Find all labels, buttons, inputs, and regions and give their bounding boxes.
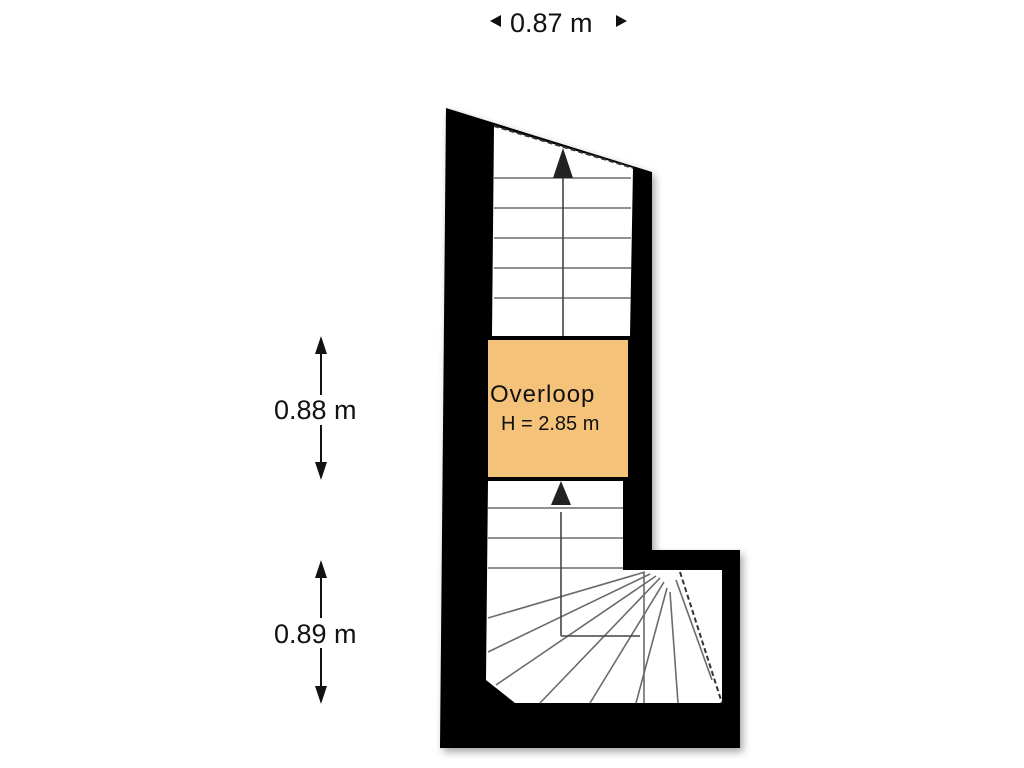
dimension-top-label: 0.87 m [510,8,593,38]
winder-tread [675,579,713,681]
dimension-left-lower: 0.89 m [274,560,357,704]
winder-tread [589,581,665,704]
room-overloop-fill [488,340,628,477]
winder-tread [669,591,679,704]
upper-stair-arrow-icon [553,148,573,178]
lower-stair-treads [487,507,713,704]
room-overloop[interactable]: Overloop H = 2.85 m [488,340,628,477]
upper-stair-edge-dashed [493,125,634,169]
arrow-up-icon [315,336,327,354]
winder-tread [539,577,661,704]
lower-stair-floor [486,481,722,703]
room-height: H = 2.85 m [501,413,599,435]
arrow-left-icon [490,15,501,27]
winder-tread [635,587,668,704]
dimension-left-lower-label: 0.89 m [274,619,357,649]
dimension-left-upper: 0.88 m [274,336,357,480]
winder-tread [495,575,657,686]
upper-stair-flight [492,125,634,336]
arrow-down-icon [315,686,327,704]
dimension-left-upper-label: 0.88 m [274,395,357,425]
arrow-down-icon [315,462,327,480]
lower-stair-edge-dashed [679,571,723,704]
room-name: Overloop [490,381,595,408]
arrow-right-icon [616,15,627,27]
lower-stair-flight [486,481,723,704]
winder-tread [487,571,646,619]
dimension-top: 0.87 m [490,8,627,38]
winder-tread [487,573,651,653]
arrow-up-icon [315,560,327,578]
lower-stair-arrow-icon [551,481,571,505]
